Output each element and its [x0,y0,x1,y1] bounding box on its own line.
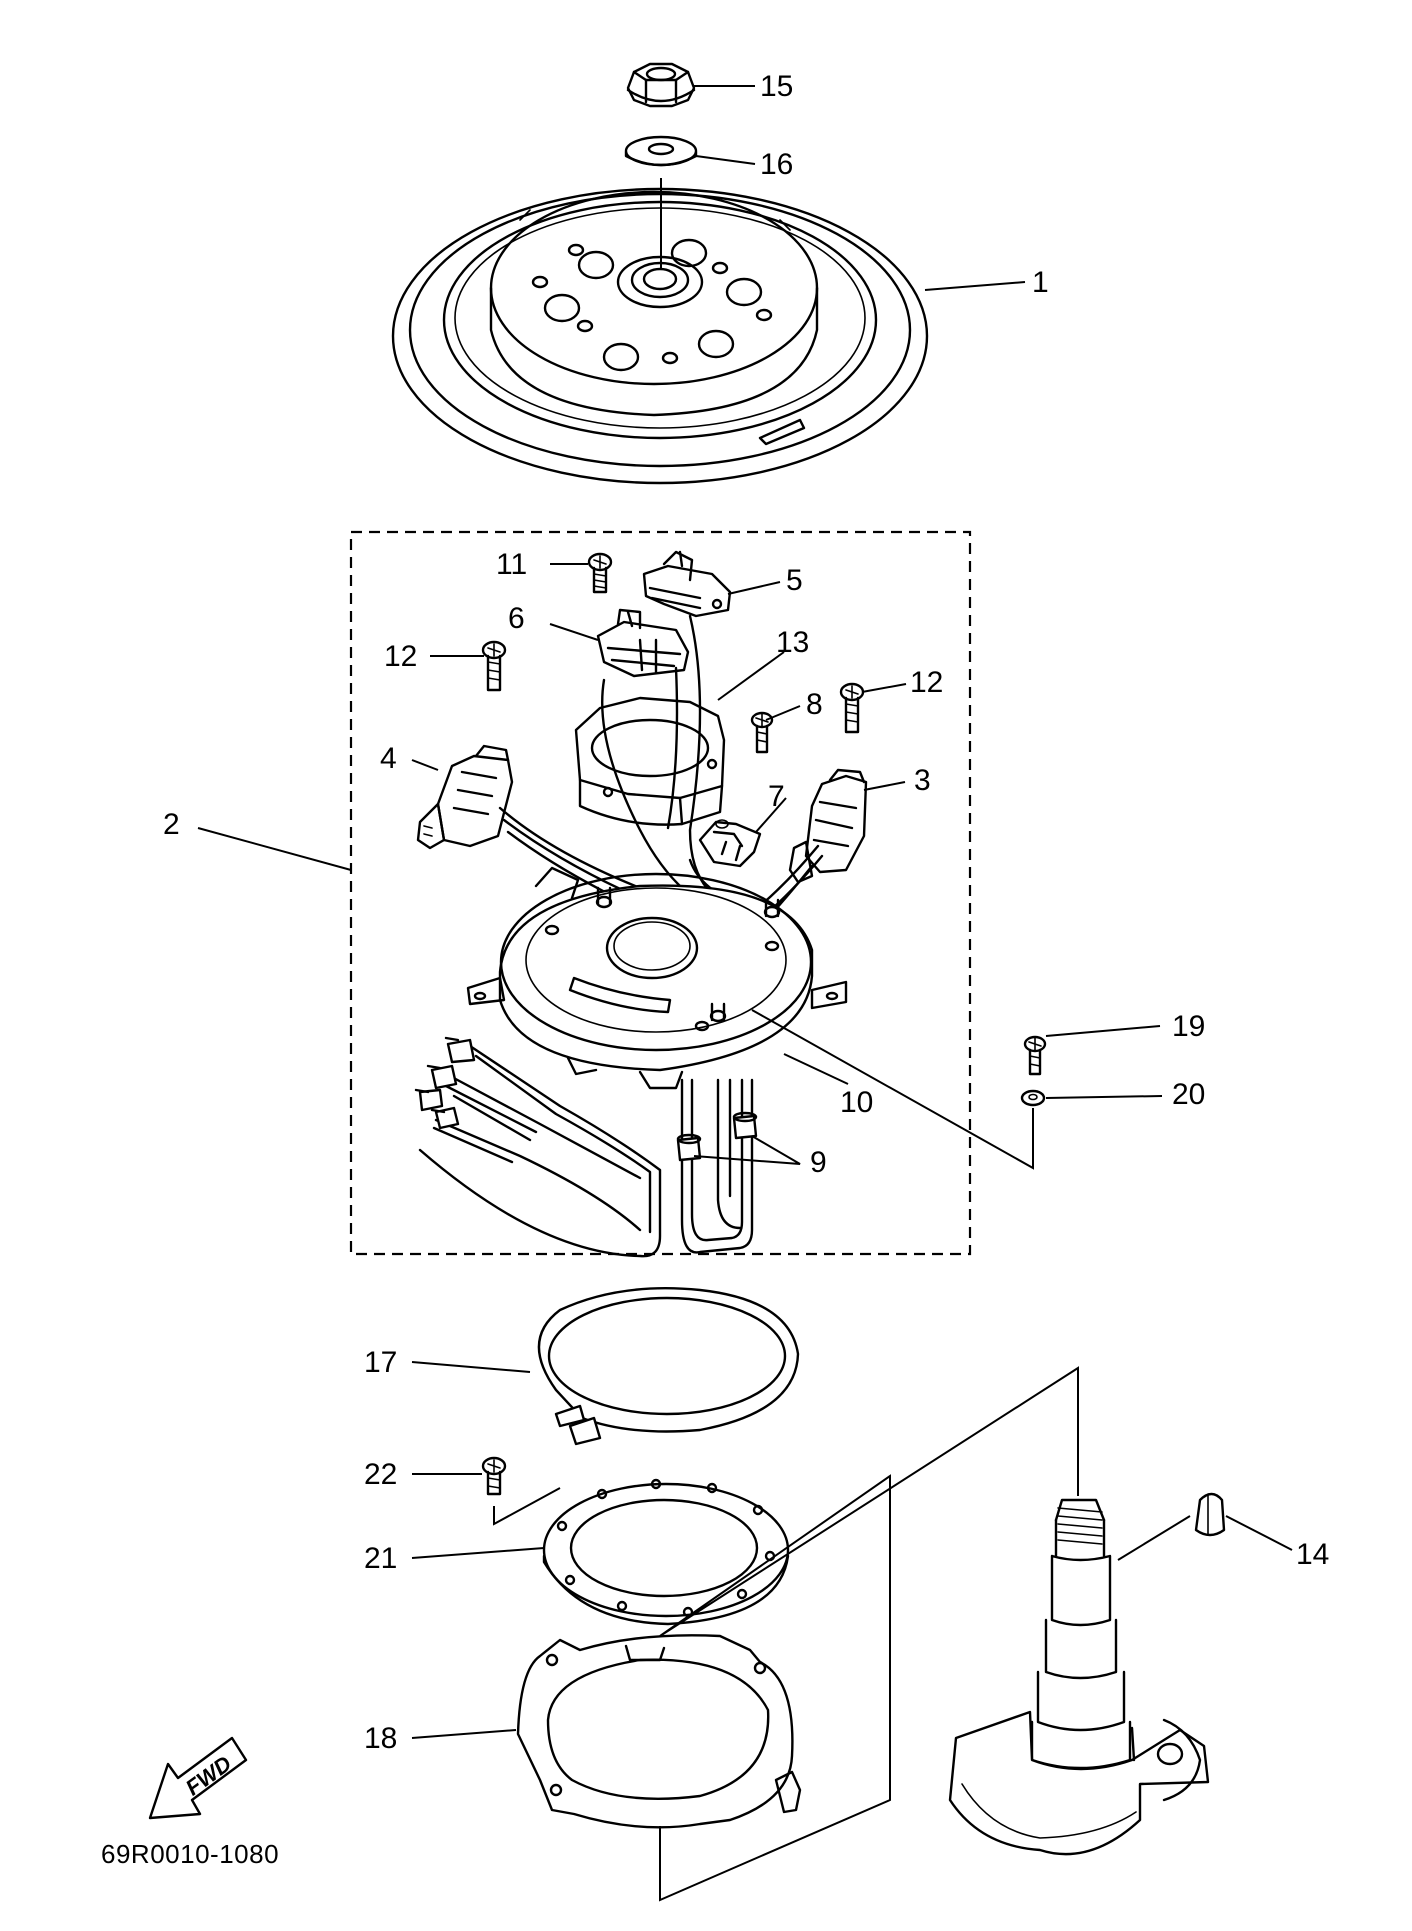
part-12-screw-right [839,682,865,734]
callout-13: 13 [776,626,809,659]
part-2-base-assembly-box [349,530,972,1256]
part-15-nut [626,62,696,108]
callout-22: 22 [364,1458,397,1491]
part-10-base-plate [466,866,848,1090]
callout-21: 21 [364,1542,397,1575]
lead-wires [414,1036,662,1258]
callout-12-right: 12 [910,666,943,699]
part-21-plate [542,1478,790,1626]
part-22-screw [481,1456,507,1496]
callout-9: 9 [810,1146,827,1179]
part-17-retaining-ring [537,1287,800,1446]
callout-14: 14 [1296,1538,1329,1571]
part-7-clamp [698,819,762,868]
callout-15: 15 [760,70,793,103]
callout-5: 5 [786,564,803,597]
part-9-grommet [676,1078,758,1254]
diagram-reference-code: 69R0010-1080 [101,1839,280,1869]
part-8-screw [750,711,774,754]
callout-10: 10 [840,1086,873,1119]
callout-16: 16 [760,148,793,181]
callout-1: 1 [1032,266,1049,299]
callout-3: 3 [914,764,931,797]
leader-lines [197,85,1293,1739]
part-18-plate [516,1634,802,1829]
crankshaft [948,1498,1210,1856]
part-1-flywheel [391,187,929,485]
callout-20: 20 [1172,1078,1205,1111]
part-4-connector [416,744,514,850]
callout-6: 6 [508,602,525,635]
callout-19: 19 [1172,1010,1205,1043]
callout-8: 8 [806,688,823,721]
part-6-coil [596,608,690,678]
callout-18: 18 [364,1722,397,1755]
callout-11: 11 [496,548,527,581]
callout-2: 2 [163,808,180,841]
callout-12-left: 12 [384,640,417,673]
part-19-screw [1023,1035,1047,1076]
part-5-coil [642,550,732,618]
part-3-connector [788,768,868,884]
part-20-washer [1020,1089,1046,1107]
callout-17: 17 [364,1346,397,1379]
part-12-screw-left [481,640,507,692]
part-14-key [1194,1492,1226,1537]
callout-4: 4 [380,742,397,775]
fwd-arrow: FWD [148,1736,248,1820]
callout-labels: 15 16 1 11 5 6 13 12 12 8 4 3 2 7 10 9 1… [163,70,1329,1755]
part-11-screw [587,552,613,594]
callout-7: 7 [768,780,785,813]
part-13-coil-holder [574,696,726,826]
part-16-washer [624,135,698,167]
